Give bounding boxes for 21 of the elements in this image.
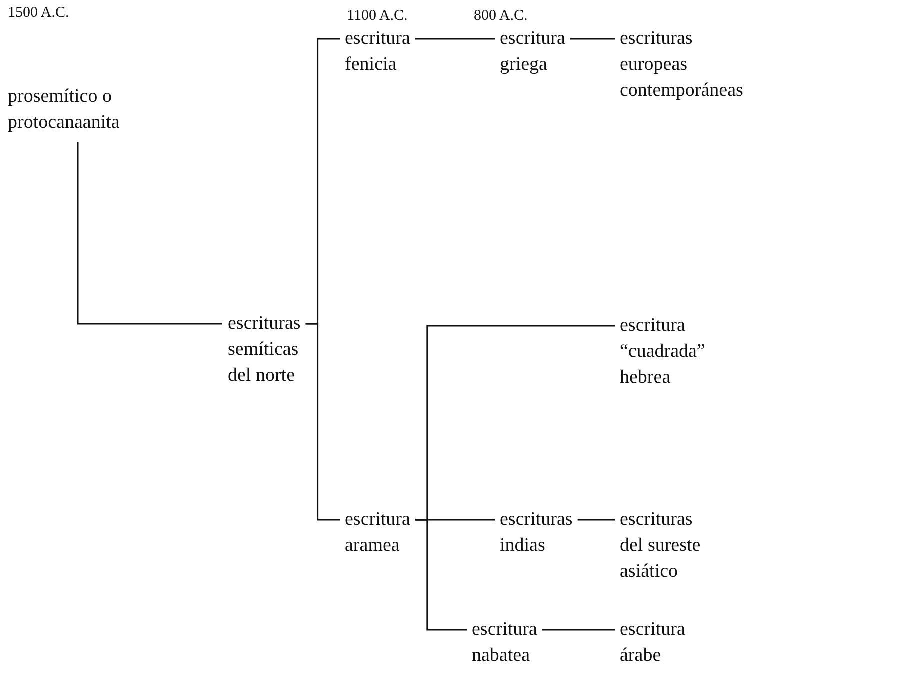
- connector-line: [415, 38, 495, 40]
- connector-line: [306, 323, 340, 521]
- node-text: prosemítico o protocanaanita: [8, 85, 121, 135]
- node-text: escritura nabatea: [472, 618, 538, 668]
- node-text: escritura griega: [500, 27, 566, 77]
- date-label: 1500 A.C.: [8, 5, 70, 22]
- node-text: escrituras europeas contemporáneas: [620, 27, 744, 103]
- node-text: escritura aramea: [345, 508, 412, 558]
- connector-line: [570, 38, 615, 40]
- node-text: escrituras del sureste asiático: [620, 508, 702, 584]
- node-text: escrituras indias: [500, 508, 574, 558]
- connector-line: [578, 519, 615, 521]
- connector-line: [77, 142, 222, 325]
- node-text: escritura fenicia: [345, 27, 412, 77]
- connector-line: [415, 519, 467, 631]
- node-text: escrituras semíticas del norte: [228, 312, 302, 388]
- node-text: escritura árabe: [620, 618, 686, 668]
- date-label: 1100 A.C.: [347, 8, 408, 25]
- date-label: 800 A.C.: [474, 8, 528, 25]
- connector-line: [542, 629, 615, 631]
- node-text: escritura “cuadrada” hebrea: [620, 314, 706, 390]
